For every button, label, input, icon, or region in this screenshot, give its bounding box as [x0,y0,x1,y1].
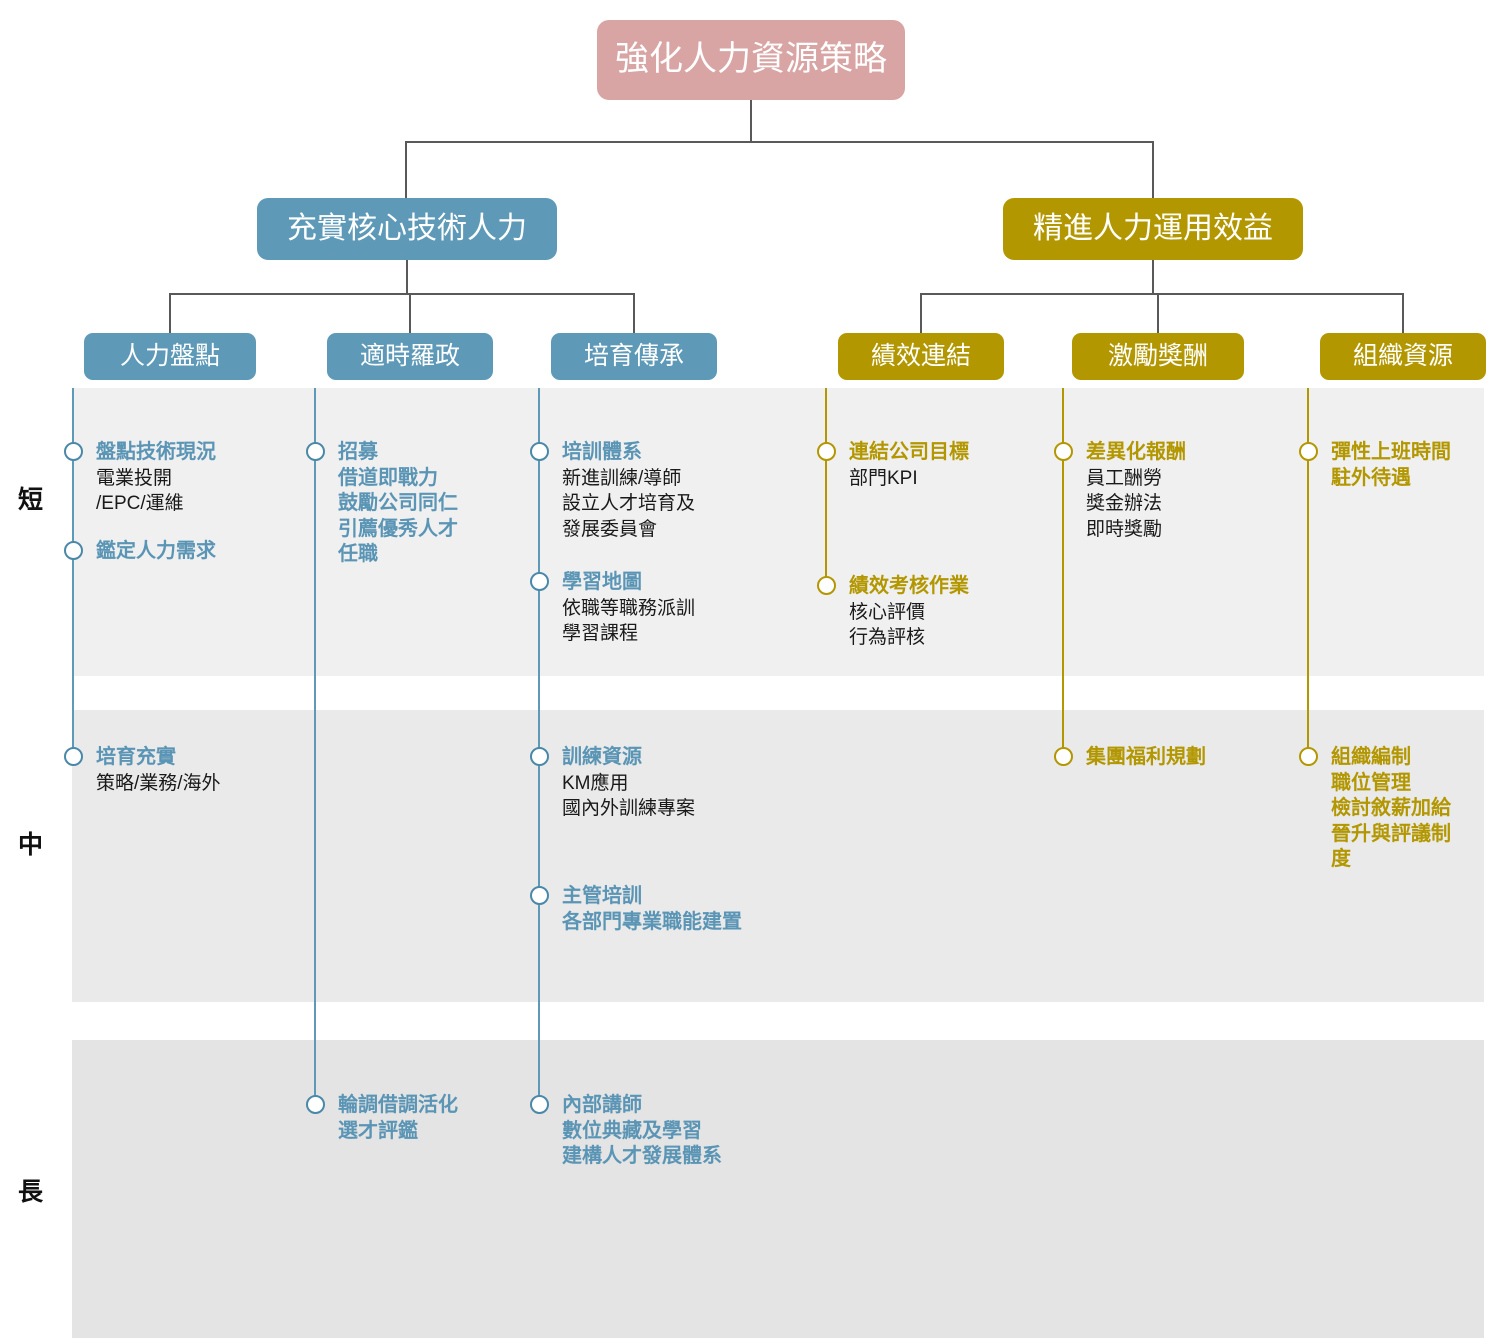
band-mid-term [72,710,1484,1002]
bullet-marker [64,541,83,560]
item-heading: 差異化報酬 [1086,441,1186,463]
bullet-marker [1054,747,1073,766]
connector-blue-to-c3 [633,293,635,334]
bullet-marker [530,442,549,461]
column-node-organizational-resources[interactable]: 組織資源 [1320,333,1486,380]
item-performance-linkage-short-2: 績效考核作業 核心評價 行為評核 [849,574,1059,651]
item-sub-2: 國內外訓練專案 [562,798,696,820]
connector-blue-to-c1 [169,293,171,334]
connector-root-horizontal [406,141,1153,143]
item-sub-1: 依職等職務派訓 [562,597,696,619]
spine-column-4 [825,388,827,593]
connector-to-gold-branch [1152,141,1154,199]
connector-gold-to-c4 [920,293,922,334]
item-org-resources-mid-1: 組織編制 職位管理 檢討敘薪加給 晉升與評議制 度 [1331,745,1488,873]
item-cultivation-long-1: 內部講師 數位典藏及學習 建構人才發展體系 [562,1093,842,1170]
bullet-marker [64,442,83,461]
item-cultivation-short-2: 學習地圖 依職等職務派訓 學習課程 [562,570,802,647]
connector-blue-horizontal [169,293,635,295]
bullet-marker [1299,747,1318,766]
item-cultivation-mid-1: 訓練資源 KM應用 國內外訓練專案 [562,745,822,822]
bullet-marker [306,1095,325,1114]
column-node-performance-linkage[interactable]: 績效連結 [838,333,1004,380]
item-sub-2: 獎金辦法 [1086,493,1163,515]
item-incentive-mid-1: 集團福利規劃 [1086,745,1306,771]
row-label-mid: 中 [18,831,44,859]
item-sub-1: 員工酬勞 [1086,467,1163,489]
item-heading: 訓練資源 [562,746,642,768]
item-incentive-short-1: 差異化報酬 員工酬勞 獎金辦法 即時獎勵 [1086,440,1296,543]
item-sub-1: KM應用 [562,772,629,794]
bullet-marker [530,886,549,905]
spine-column-5 [1062,388,1064,758]
bullet-marker [64,747,83,766]
bullet-marker [817,576,836,595]
connector-root-down [750,100,752,142]
connector-gold-down [1152,260,1154,294]
row-label-short: 短 [18,486,44,514]
column-node-timely-recruitment[interactable]: 適時羅政 [327,333,493,380]
item-cultivation-mid-2: 主管培訓 各部門專業職能建置 [562,884,852,935]
connector-to-blue-branch [405,141,407,199]
item-sub-3: 發展委員會 [562,518,658,540]
connector-blue-down [406,260,408,294]
bullet-marker [306,442,325,461]
spine-column-6 [1307,388,1309,758]
item-sub-3: 即時獎勵 [1086,518,1163,540]
item-sub-1: 電業投開 [96,467,173,489]
item-sub-2: 行為評核 [849,627,926,649]
item-heading: 培育充實 [96,746,176,768]
connector-blue-to-c2 [409,293,411,334]
item-heading: 學習地圖 [562,571,642,593]
root-node-hr-strategy[interactable]: 強化人力資源策略 [597,20,905,100]
item-sub-1: 核心評價 [849,601,926,623]
item-heading: 彈性上班時間 駐外待遇 [1331,441,1451,489]
connector-gold-to-c6 [1402,293,1404,334]
bullet-marker [1299,442,1318,461]
item-cultivation-short-1: 培訓體系 新進訓練/導師 設立人才培育及 發展委員會 [562,440,802,543]
band-short-term [72,388,1484,676]
item-sub-1: 新進訓練/導師 [562,467,682,489]
item-manpower-inventory-mid-1: 培育充實 策略/業務/海外 [96,745,316,796]
item-timely-recruitment-long-1: 輪調借調活化 選才評鑑 [338,1093,538,1144]
item-sub-1: 策略/業務/海外 [96,772,221,794]
branch-node-core-technical-workforce[interactable]: 充實核心技術人力 [257,198,557,260]
item-heading: 績效考核作業 [849,575,969,597]
column-node-incentive-rewards[interactable]: 激勵獎酬 [1072,333,1244,380]
item-heading: 培訓體系 [562,441,642,463]
bullet-marker [1054,442,1073,461]
item-heading: 主管培訓 各部門專業職能建置 [562,885,742,933]
item-heading: 盤點技術現況 [96,441,216,463]
connector-gold-to-c5 [1157,293,1159,334]
row-label-long: 長 [18,1178,44,1206]
item-heading: 招募 借道即戰力 鼓勵公司同仁 引薦優秀人才 任職 [338,441,458,566]
bullet-marker [530,572,549,591]
column-node-cultivation-succession[interactable]: 培育傳承 [551,333,717,380]
item-org-resources-short-1: 彈性上班時間 駐外待遇 [1331,440,1488,491]
item-heading: 鑑定人力需求 [96,540,216,562]
item-heading: 集團福利規劃 [1086,746,1206,768]
bullet-marker [530,747,549,766]
column-node-manpower-inventory[interactable]: 人力盤點 [84,333,256,380]
band-long-term [72,1040,1484,1338]
item-sub-1: 部門KPI [849,467,918,489]
item-timely-recruitment-short-1: 招募 借道即戰力 鼓勵公司同仁 引薦優秀人才 任職 [338,440,538,568]
branch-node-workforce-efficiency[interactable]: 精進人力運用效益 [1003,198,1303,260]
item-heading: 輪調借調活化 選才評鑑 [338,1094,458,1142]
item-performance-linkage-short-1: 連結公司目標 部門KPI [849,440,1059,491]
item-sub-2: 設立人才培育及 [562,493,696,515]
bullet-marker [817,442,836,461]
item-heading: 連結公司目標 [849,441,969,463]
item-sub-2: /EPC/運維 [96,493,184,515]
spine-column-2 [314,388,316,1106]
item-manpower-inventory-short-2: 鑑定人力需求 [96,539,296,565]
connector-gold-horizontal [920,293,1403,295]
item-heading: 組織編制 職位管理 檢討敘薪加給 晉升與評議制 度 [1331,746,1451,871]
bullet-marker [530,1095,549,1114]
item-heading: 內部講師 數位典藏及學習 建構人才發展體系 [562,1094,722,1168]
item-manpower-inventory-short-1: 盤點技術現況 電業投開 /EPC/運維 [96,440,296,517]
spine-column-1 [72,388,74,763]
item-sub-2: 學習課程 [562,623,639,645]
